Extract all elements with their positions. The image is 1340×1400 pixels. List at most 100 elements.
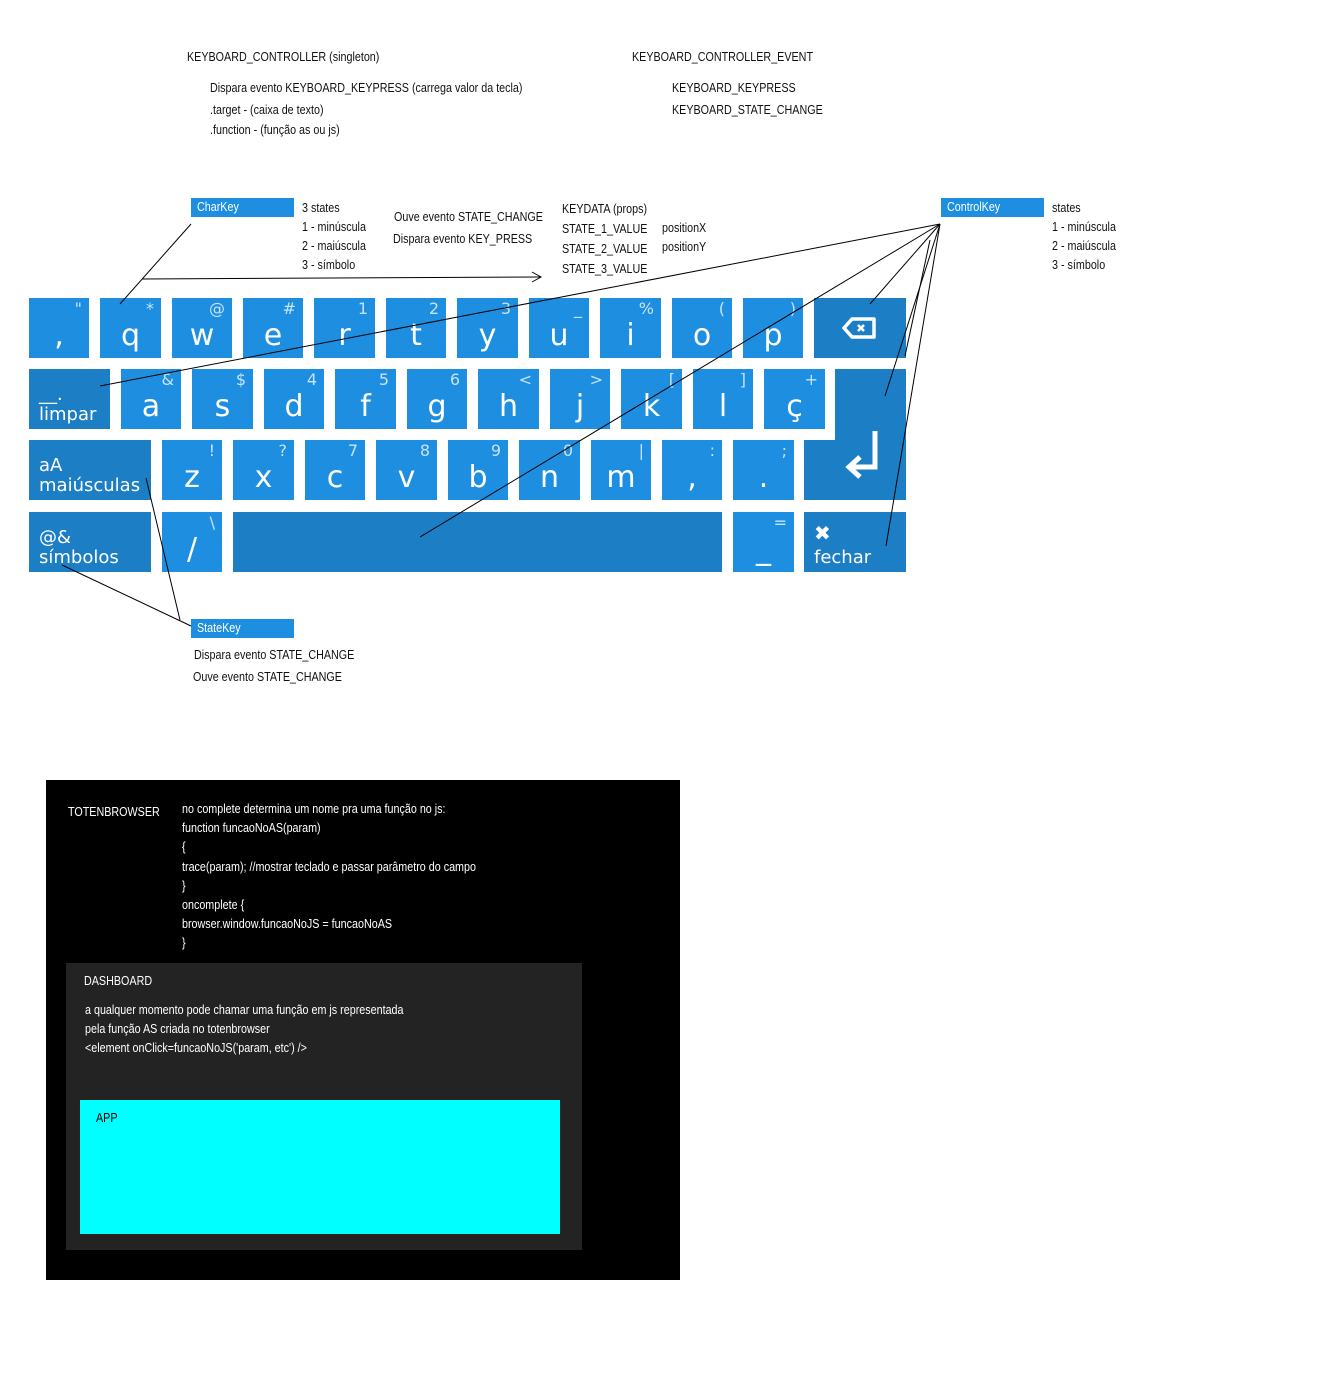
symbols-key[interactable]: @& símbolos: [29, 512, 151, 572]
key-main-label: u: [549, 318, 569, 353]
event-line: KEYBOARD_STATE_CHANGE: [672, 103, 823, 117]
key-alt-label: 4: [306, 370, 317, 389]
key-w[interactable]: @w: [172, 298, 232, 358]
backspace-key[interactable]: [814, 298, 906, 358]
key-i[interactable]: %i: [600, 298, 661, 358]
code-line: trace(param); //mostrar teclado e passar…: [182, 860, 476, 874]
key-main-label: t: [410, 318, 422, 353]
keydata-line: STATE_3_VALUE: [562, 262, 648, 276]
code-line: function funcaoNoAS(param): [182, 821, 321, 835]
totenbrowser-panel: TOTENBROWSER no complete determina um no…: [46, 780, 680, 1280]
close-key[interactable]: ✖ fechar: [804, 512, 906, 572]
key-period[interactable]: ;.: [733, 440, 794, 500]
key-h[interactable]: <h: [478, 369, 539, 429]
key-alt-label: %: [638, 299, 654, 318]
statekey-event: Dispara evento STATE_CHANGE: [194, 648, 355, 662]
key-alt-label: 0: [562, 441, 573, 460]
app-title: APP: [96, 1111, 118, 1125]
key-u[interactable]: _u: [529, 298, 589, 358]
key-main-label: d: [284, 389, 304, 424]
key-main-label: .: [758, 460, 769, 495]
key-alt-label: !: [208, 441, 215, 460]
key-alt-label: =: [773, 513, 787, 532]
key-o[interactable]: (o: [672, 298, 732, 358]
controlkey-state: 1 - minúscula: [1052, 220, 1116, 234]
key-main-label: v: [397, 460, 416, 495]
dashboard-line: pela função AS criada no totenbrowser: [85, 1022, 270, 1036]
key-alt-label: :: [709, 441, 715, 460]
key-alt-label: <: [518, 370, 532, 389]
key-alt-label: 7: [347, 441, 358, 460]
code-line: {: [182, 840, 186, 854]
key-alt-label: &: [161, 370, 174, 389]
key-alt-label: |: [638, 441, 644, 460]
key-main-label: l: [718, 389, 728, 424]
charkey-tag: CharKey: [191, 198, 294, 217]
position-line: positionX: [662, 221, 707, 235]
code-line: }: [182, 879, 186, 893]
caps-key[interactable]: aA maiúsculas: [29, 440, 151, 500]
key-alt-label: _: [574, 299, 582, 318]
key-p[interactable]: )p: [743, 298, 803, 358]
key-alt-label: 3: [500, 299, 511, 318]
clear-key[interactable]: __. limpar: [29, 369, 110, 429]
key-alt-label: $: [235, 370, 246, 389]
key-j[interactable]: >j: [550, 369, 610, 429]
code-line: }: [182, 936, 186, 950]
space-key[interactable]: [233, 512, 722, 572]
clear-symbol: __.: [39, 384, 63, 405]
charkey-state: 3 states: [302, 201, 340, 215]
key-main-label: f: [360, 389, 371, 424]
key-s[interactable]: $s: [192, 369, 253, 429]
key-main-label: m: [606, 460, 636, 495]
key-c-cedilla[interactable]: +ç: [764, 369, 825, 429]
key-main-label: z: [184, 460, 200, 495]
caps-label: maiúsculas: [39, 475, 141, 496]
caps-symbol: aA: [39, 455, 63, 476]
key-underscore[interactable]: =_: [733, 512, 794, 572]
key-comma[interactable]: ",: [29, 298, 89, 358]
enter-key-base[interactable]: [804, 440, 906, 500]
key-main-label: /: [186, 532, 198, 567]
controller-line: .function - (função as ou js): [210, 123, 340, 137]
controller-line: .target - (caixa de texto): [210, 103, 324, 117]
backspace-icon: [842, 317, 876, 339]
key-a[interactable]: &a: [121, 369, 181, 429]
clear-label: limpar: [39, 404, 97, 425]
code-line: browser.window.funcaoNoJS = funcaoNoAS: [182, 917, 393, 931]
totenbrowser-title: TOTENBROWSER: [68, 805, 160, 819]
enter-icon: [845, 440, 878, 479]
dashboard-line: a qualquer momento pode chamar uma funçã…: [85, 1003, 404, 1017]
key-l[interactable]: ]l: [693, 369, 753, 429]
key-alt-label: 8: [419, 441, 430, 460]
key-z[interactable]: !z: [162, 440, 222, 500]
key-alt-label: (: [718, 299, 725, 318]
key-alt-label: ?: [278, 441, 288, 460]
key-slash[interactable]: \/: [162, 512, 222, 572]
key-alt-label: *: [146, 299, 154, 318]
code-line: oncomplete {: [182, 898, 245, 912]
key-q[interactable]: *q: [100, 298, 161, 358]
key-e[interactable]: #e: [243, 298, 303, 358]
key-main-label: o: [692, 318, 712, 353]
key-alt-label: 9: [490, 441, 501, 460]
key-x[interactable]: ?x: [233, 440, 294, 500]
key-k[interactable]: [k: [621, 369, 682, 429]
key-comma-2[interactable]: :,: [662, 440, 722, 500]
key-alt-label: +: [804, 370, 818, 389]
key-m[interactable]: |m: [591, 440, 651, 500]
statekey-event: Ouve evento STATE_CHANGE: [193, 670, 342, 684]
keydata-line: KEYDATA (props): [562, 202, 648, 216]
key-alt-label: #: [282, 299, 296, 318]
position-line: positionY: [662, 240, 707, 254]
